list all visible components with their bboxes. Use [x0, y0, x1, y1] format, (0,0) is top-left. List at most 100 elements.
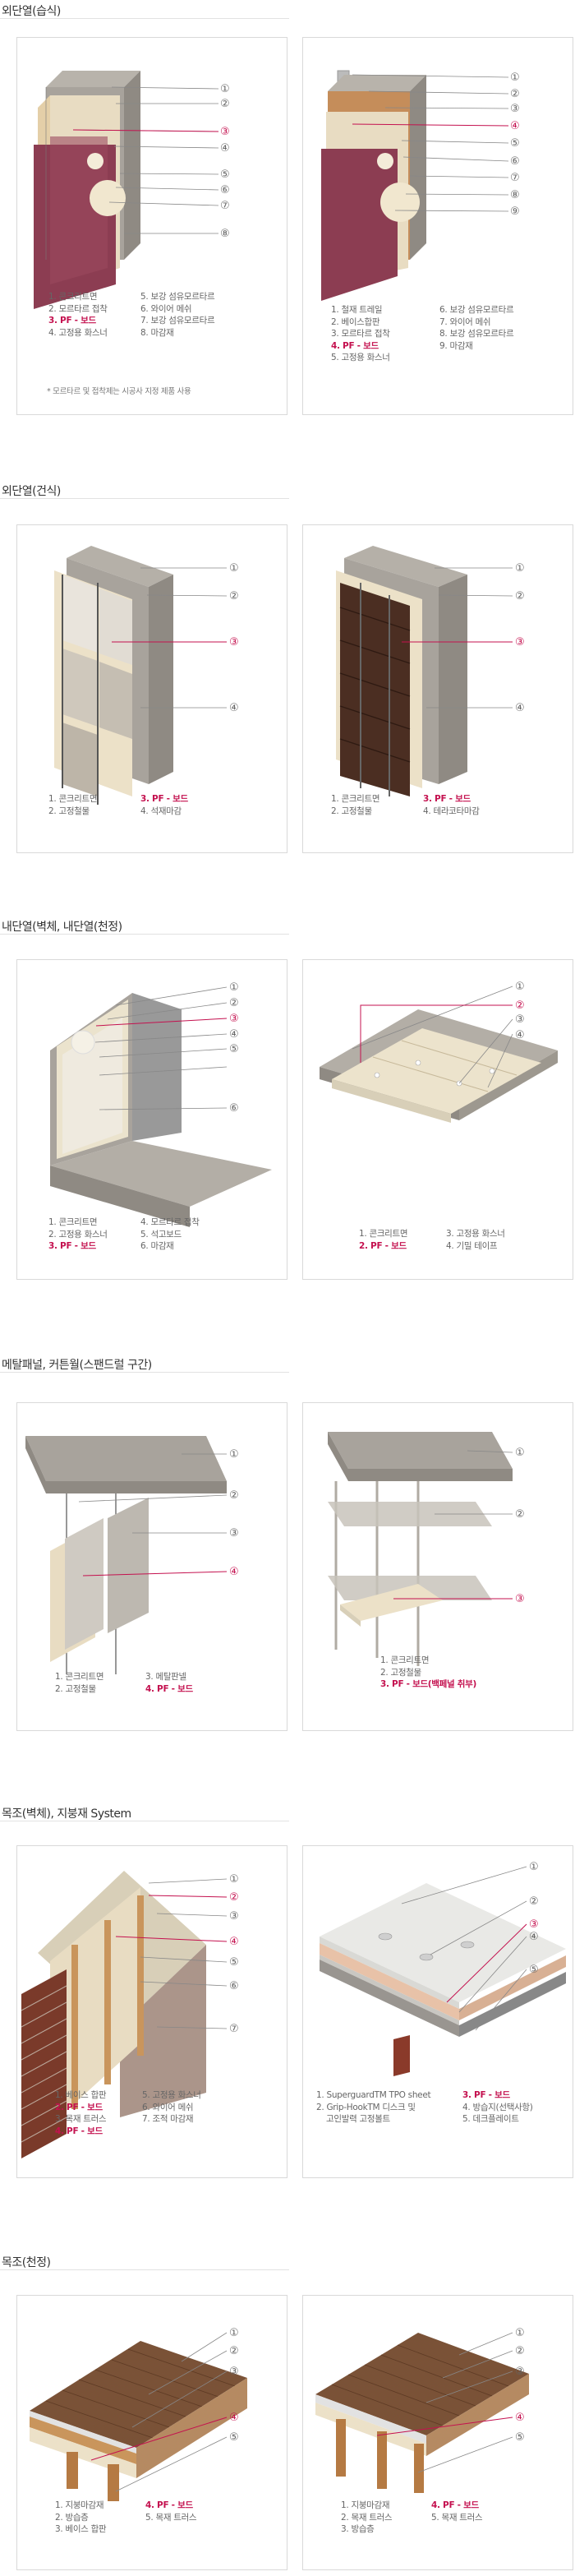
legend-item-pf-board: 3. PF - 보드 [48, 316, 96, 325]
legend-item: 2. 목재 트러스 [341, 2512, 393, 2523]
legend-item: 고인발력 고정볼트 [326, 2114, 390, 2124]
legend-item: 1. 지붕마감재 [341, 2500, 390, 2510]
legend-item: 1. 지붕마감재 [55, 2500, 104, 2510]
legend-timber-ceiling-a: 1. 지붕마감재 2. 방습층 3. 베이스 합판 4. PF - 보드 5. … [55, 2500, 277, 2541]
callout-5: ⑤ [229, 2431, 239, 2444]
callout-1: ① [220, 83, 230, 95]
legend-item: 5. 보강 섬유모르타르 [140, 292, 215, 302]
callout-7: ⑦ [229, 2023, 239, 2035]
panel-timber-ceiling-b: ① ② ③ ④ ⑤ 1. 지붕마감재 2. 목재 트러스 3. 방습층 4. P… [302, 2295, 573, 2570]
diagram-timber-wall: ① ② ③ ④ ⑤ ⑥ ⑦ [21, 1871, 239, 2158]
callout-1: ① [229, 981, 239, 994]
diagram-roof-system: ① ② ③ ④ ⑤ [320, 1861, 566, 2076]
legend-item: 1. 콘크리트면 [380, 1655, 430, 1665]
legend-curtain-wall: 1. 콘크리트면 2. 고정철물 3. PF - 보드(백페널 취부) [380, 1655, 569, 1696]
legend-item: 3. 방습층 [341, 2524, 375, 2534]
callout-4: ④ [229, 1566, 239, 1578]
section-title-1: 외단열(습식) [2, 5, 61, 18]
panel-curtain-wall: ① ② ③ 1. 콘크리트면 2. 고정철물 3. PF - 보드(백페널 취부… [302, 1402, 573, 1731]
legend-item: 7. 와이어 메쉬 [439, 316, 491, 327]
callout-1: ① [515, 981, 525, 993]
legend-wet-exterior-a: 1. 콘크리트면 2. 모르타르 접착 3. PF - 보드 4. 고정용 화스… [48, 291, 278, 357]
legend-item: 8. 보강 섬유모르타르 [439, 329, 514, 339]
diagram-dry-exterior-a: ① ② ③ ④ [54, 546, 239, 805]
panel-roof-system: ① ② ③ ④ ⑤ 1. SuperguardTM TPO sheet 2. G… [302, 1845, 573, 2178]
callout-4: ④ [229, 1028, 239, 1041]
legend-item: 6. 와이어 메쉬 [140, 303, 192, 314]
callout-6: ⑥ [220, 184, 230, 196]
callout-3: ③ [220, 126, 230, 138]
callout-1: ① [515, 1447, 525, 1459]
callout-1: ① [515, 2327, 525, 2339]
legend-item: 2. 베이스합판 [331, 316, 380, 327]
callout-1: ① [229, 1873, 239, 1886]
callout-5: ⑤ [515, 2431, 525, 2444]
callout-2: ② [229, 590, 239, 602]
callout-2: ② [515, 999, 525, 1012]
callout-3: ③ [229, 1527, 239, 1540]
callout-4: ④ [229, 2412, 239, 2424]
legend-item-pf-board: 4. PF - 보드 [145, 2500, 193, 2510]
panel-interior-wall: ① ② ③ ④ ⑤ ⑥ 1. 콘크리트면 2. 고정용 화스너 3. PF - … [16, 959, 288, 1280]
legend-item: 3. 모르타르 접착 [331, 329, 390, 339]
diagram-wet-exterior-a: ① ② ③ ④ ⑤ ⑥ ⑦ ⑧ [34, 71, 230, 309]
legend-item: 6. 마감재 [140, 1241, 174, 1251]
diagram-interior-wall: ① ② ③ ④ ⑤ ⑥ [50, 981, 272, 1227]
section-divider [0, 1372, 289, 1373]
section-divider [0, 934, 289, 935]
diagram-wet-exterior-b: ① ② ③ ④ ⑤ ⑥ ⑦ ⑧ ⑨ [321, 70, 520, 301]
legend-item: 1. 콘크리트면 [48, 292, 98, 302]
legend-item: 7. 보강 섬유모르타르 [140, 316, 215, 325]
callout-3: ③ [229, 1910, 239, 1923]
callout-2: ② [229, 2345, 239, 2357]
callout-5: ⑤ [510, 137, 520, 150]
legend-item: 4. 기밀 테이프 [446, 1240, 498, 1251]
legend-item: 2. 방습층 [55, 2512, 89, 2523]
section-divider [0, 498, 289, 499]
callout-7: ⑦ [510, 172, 520, 184]
legend-item: 2. 모르타르 접착 [48, 303, 108, 314]
legend-item: 4. 테라코타마감 [423, 806, 480, 816]
legend-item: 6. 와이어 메쉬 [142, 2102, 194, 2112]
panel-interior-ceiling: ① ② ③ ④ 1. 콘크리트면 2. PF - 보드 3. 고정용 화스너 4… [302, 959, 573, 1280]
diagram-timber-ceiling-a: ① ② ③ ④ ⑤ [30, 2327, 247, 2501]
legend-item: 2. 고정철물 [331, 806, 372, 816]
callout-3: ③ [515, 2366, 525, 2378]
legend-item: 2. 고정철물 [55, 1683, 96, 1694]
callout-2: ② [229, 997, 239, 1009]
callout-3: ③ [515, 1013, 525, 1026]
legend-item: 7. 조적 마감재 [142, 2114, 194, 2124]
legend-item: 5. 석고보드 [140, 1229, 182, 1240]
callout-6: ⑥ [510, 155, 520, 168]
panel-timber-ceiling-a: ① ② ③ ④ ⑤ 1. 지붕마감재 2. 방습층 3. 베이스 합판 4. P… [16, 2295, 288, 2570]
section-title-2: 외단열(건식) [2, 485, 61, 498]
callout-5: ⑤ [229, 1043, 239, 1055]
legend-item: 2. 고정철물 [48, 806, 90, 816]
callout-1: ① [510, 72, 520, 84]
legend-item: 3. 고정용 화스너 [446, 1229, 505, 1239]
callout-4: ④ [220, 142, 230, 155]
legend-item: 1. 콘크리트면 [55, 1672, 104, 1682]
legend-item: 1. 철재 트레일 [331, 305, 383, 315]
callout-2: ② [229, 1891, 239, 1904]
legend-item: 1. 콘크리트면 [48, 794, 98, 804]
callout-2: ② [515, 590, 525, 602]
legend-item-pf-board: 4. PF - 보드 [331, 340, 379, 351]
callout-8: ⑧ [510, 189, 520, 201]
legend-timber-wall: 1. 베이스 합판 2. PF - 보드 3. 목재 트러스 4. PF - 보… [55, 2089, 277, 2147]
legend-item: 4. 석재마감 [140, 806, 182, 816]
diagram-timber-ceiling-b: ① ② ③ ④ ⑤ [315, 2327, 529, 2493]
callout-2: ② [229, 1489, 239, 1502]
legend-item-pf-board: 3. PF - 보드 [423, 794, 471, 804]
callout-3: ③ [229, 2366, 239, 2378]
section-title-4: 메탈패널, 커튼월(스팬드럴 구간) [2, 1359, 152, 1372]
legend-item: 4. 방습지(선택사항) [462, 2102, 533, 2112]
diagram-curtain-wall: ① ② ③ [328, 1432, 525, 1666]
callout-2: ② [515, 1508, 525, 1521]
legend-item-pf-board: 3. PF - 보드 [140, 794, 188, 804]
section-title-5: 목조(벽체), 지붕재 System [2, 1807, 131, 1821]
section-title-3: 내단열(벽체, 내단열(천정) [2, 921, 122, 934]
callout-1: ① [229, 562, 239, 575]
legend-interior-wall: 1. 콘크리트면 2. 고정용 화스너 3. PF - 보드 4. 모르타르 접… [48, 1216, 278, 1258]
legend-dry-exterior-b: 1. 콘크리트면 2. 고정철물 3. PF - 보드 4. 테라코타마감 [331, 793, 561, 826]
